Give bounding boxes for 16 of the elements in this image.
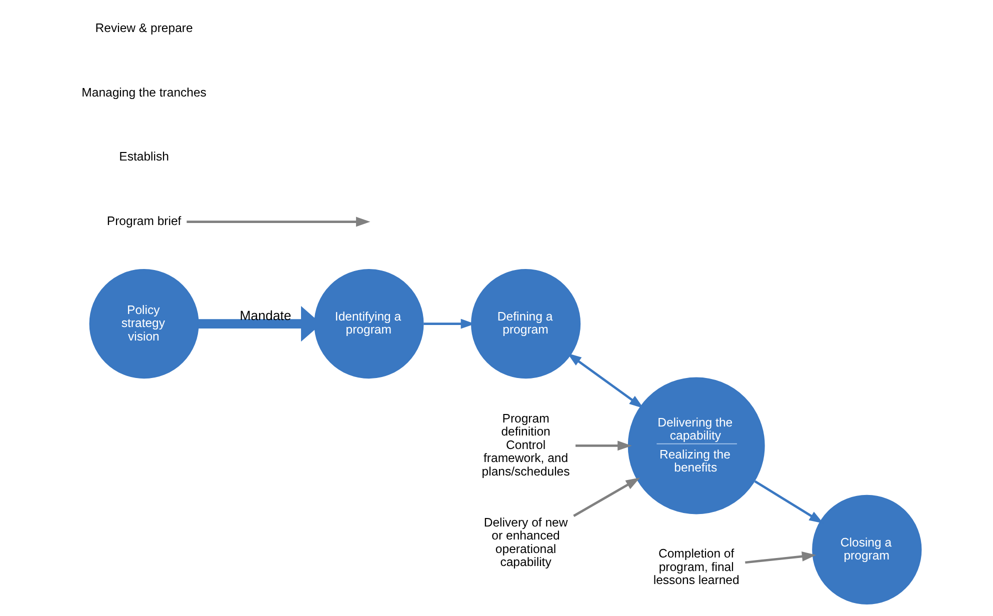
- node-text: Completion of program, final lessons learned: [653, 546, 740, 588]
- label: Review & prepare: [95, 21, 193, 36]
- arrow: [754, 480, 824, 524]
- arrow: [745, 552, 816, 564]
- arrow: [567, 353, 644, 408]
- node-circle: Closing a program: [812, 494, 922, 604]
- arrow: [576, 440, 632, 451]
- node-circle: Policy strategy vision: [89, 269, 199, 379]
- label: Managing the tranches: [82, 85, 206, 100]
- node-circle: Identifying a program: [314, 269, 424, 379]
- node-text: Program brief: [106, 214, 182, 228]
- label: Establish: [119, 150, 169, 164]
- node-text: Delivery of new or enhanced operational capability: [484, 515, 568, 570]
- arrow: [573, 478, 640, 517]
- arrow: [186, 216, 370, 227]
- node-text: Program definition Control framework, and plans/schedules: [482, 411, 570, 478]
